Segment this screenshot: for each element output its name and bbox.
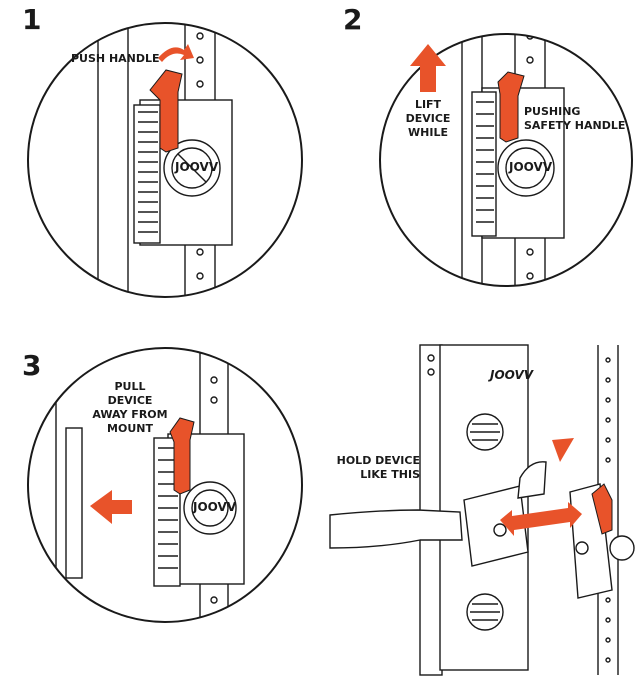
pull-device-label: PULL DEVICE AWAY FROM MOUNT — [92, 380, 168, 435]
step-number-3: 3 — [22, 349, 42, 382]
pull-arrow-icon — [90, 490, 132, 524]
brand-logo-4: JOOVV — [490, 368, 534, 382]
panel-4-illustration — [329, 344, 635, 676]
hold-device-label: HOLD DEVICE LIKE THIS — [336, 454, 420, 481]
push-arrow-icon — [158, 44, 194, 62]
device-fins-3 — [158, 447, 178, 569]
step-number-1: 1 — [22, 3, 42, 36]
device-fins-2 — [476, 101, 494, 223]
double-arrow-icon — [500, 502, 582, 536]
panel-1-illustration — [27, 22, 303, 298]
panel-2-illustration — [379, 33, 633, 287]
step-number-2: 2 — [343, 3, 363, 36]
pushing-safety-handle-label: PUSHING SAFETY HANDLE — [524, 105, 626, 132]
brand-logo-2: JOOVV — [509, 160, 553, 174]
lift-device-label: LIFT DEVICE WHILE — [405, 98, 451, 139]
lift-arrow-icon — [410, 44, 446, 92]
panel-3-illustration — [27, 347, 303, 623]
brand-logo-1: JOOVV — [175, 160, 219, 174]
brand-logo-3: JOOVV — [193, 500, 237, 514]
push-handle-label: PUSH HANDLE — [71, 52, 160, 65]
device-fins — [138, 111, 158, 233]
lift-arrow-icon-2 — [552, 438, 574, 462]
